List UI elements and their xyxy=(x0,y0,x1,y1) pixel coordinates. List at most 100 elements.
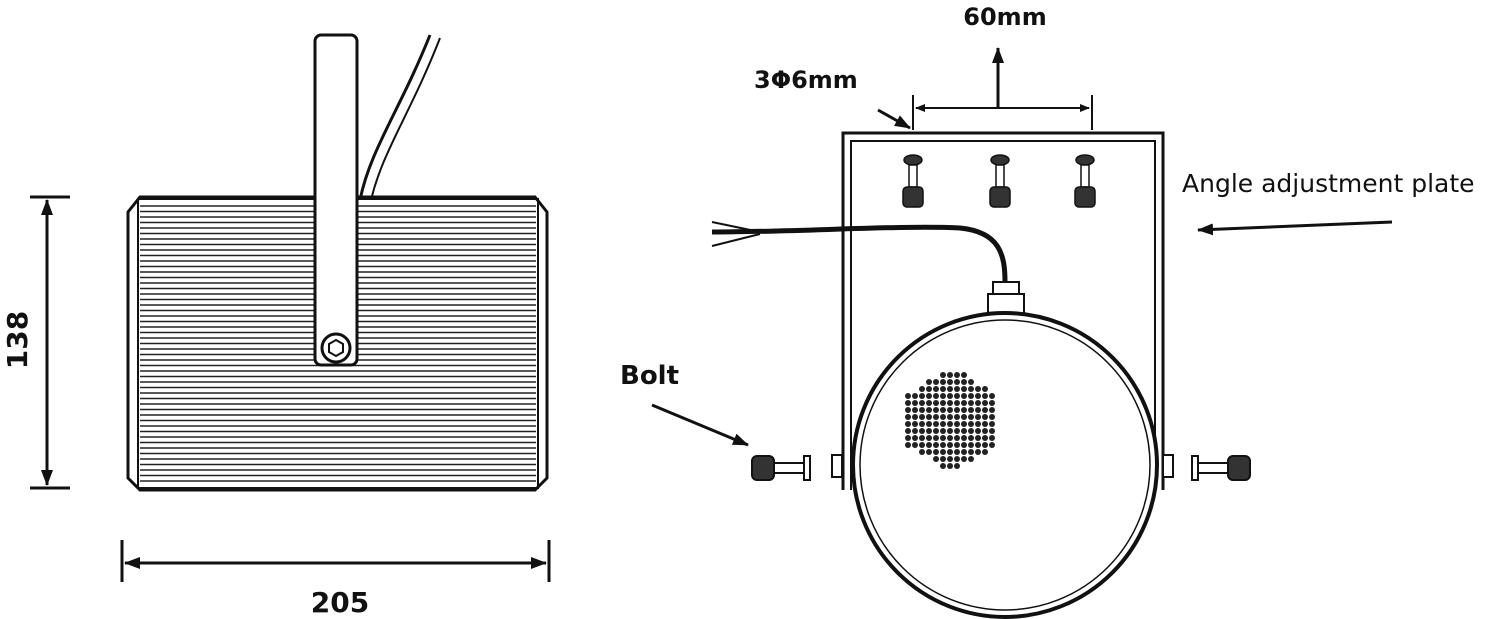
grille-hole xyxy=(989,435,995,441)
grille-hole xyxy=(947,407,953,413)
grille-hole xyxy=(975,449,981,455)
grille-hole xyxy=(926,449,932,455)
grille-hole xyxy=(954,449,960,455)
width-dimension: 205 xyxy=(120,540,551,619)
side-view: 138 205 xyxy=(1,33,551,619)
grille-hole xyxy=(968,414,974,420)
grille-hole xyxy=(933,414,939,420)
grille-hole xyxy=(905,435,911,441)
grille-hole xyxy=(947,456,953,462)
grille-hole xyxy=(989,400,995,406)
grille-hole xyxy=(968,386,974,392)
grille-hole xyxy=(982,449,988,455)
grille-hole xyxy=(982,400,988,406)
grille-hole xyxy=(968,400,974,406)
grille-hole xyxy=(961,393,967,399)
grille-hole xyxy=(947,449,953,455)
grille-hole xyxy=(905,407,911,413)
grille-hole xyxy=(933,421,939,427)
grille-hole xyxy=(968,407,974,413)
grille-hole xyxy=(912,421,918,427)
grille-hole xyxy=(947,428,953,434)
plate-label: Angle adjustment plate xyxy=(1182,169,1475,198)
cable xyxy=(358,34,432,201)
grille-hole xyxy=(989,442,995,448)
grille-hole xyxy=(982,442,988,448)
grille-hole xyxy=(912,393,918,399)
angle-adjustment-plate xyxy=(841,131,1165,490)
grille-hole xyxy=(954,463,960,469)
grille-hole xyxy=(947,379,953,385)
grille-hole xyxy=(961,400,967,406)
grille-hole xyxy=(919,414,925,420)
grille-hole xyxy=(975,435,981,441)
grille-hole xyxy=(954,393,960,399)
grille-hole xyxy=(982,428,988,434)
grille-hole xyxy=(968,449,974,455)
grille-hole xyxy=(975,386,981,392)
grille-hole xyxy=(926,428,932,434)
grille-hole xyxy=(982,386,988,392)
height-dimension: 138 xyxy=(1,195,70,490)
grille-hole xyxy=(975,414,981,420)
screw-icon xyxy=(989,154,1011,208)
grille-hole xyxy=(975,400,981,406)
grille-hole xyxy=(919,400,925,406)
grille-hole xyxy=(968,442,974,448)
grille-hole xyxy=(926,379,932,385)
grille-hole xyxy=(961,449,967,455)
grille-hole xyxy=(989,393,995,399)
grille-hole xyxy=(933,442,939,448)
grille-hole xyxy=(961,435,967,441)
grille-hole xyxy=(905,428,911,434)
front-view: 60mm 3Φ6mm Angle adjustment plate Bolt xyxy=(620,3,1475,619)
grille-hole xyxy=(989,414,995,420)
grille-hole xyxy=(954,442,960,448)
grille-hole xyxy=(989,421,995,427)
grille-hole xyxy=(940,449,946,455)
grille-hole xyxy=(961,386,967,392)
hole-spec-annotation: 3Φ6mm xyxy=(754,66,911,130)
grille-hole xyxy=(933,428,939,434)
grille-hole xyxy=(947,400,953,406)
grille-hole xyxy=(933,407,939,413)
grille-hole xyxy=(961,421,967,427)
pivot-bolt-icon xyxy=(320,332,352,364)
grille-hole xyxy=(905,414,911,420)
grille-hole xyxy=(954,372,960,378)
grille-hole xyxy=(940,414,946,420)
grille-hole xyxy=(940,393,946,399)
grille-hole xyxy=(926,414,932,420)
grille-hole xyxy=(968,428,974,434)
grille-hole xyxy=(926,400,932,406)
cable-gland xyxy=(987,281,1025,315)
grille-hole xyxy=(919,449,925,455)
grille-hole xyxy=(919,407,925,413)
grille-hole xyxy=(933,379,939,385)
grille-hole xyxy=(989,428,995,434)
grille-hole xyxy=(905,393,911,399)
grille-hole xyxy=(905,442,911,448)
grille-hole xyxy=(961,379,967,385)
grille-hole xyxy=(919,421,925,427)
grille-hole xyxy=(954,407,960,413)
grille-hole xyxy=(975,421,981,427)
bolt-label: Bolt xyxy=(620,361,679,391)
grille-hole xyxy=(919,435,925,441)
grille-hole xyxy=(982,393,988,399)
grille-hole xyxy=(968,379,974,385)
grille-hole xyxy=(947,463,953,469)
grille-hole xyxy=(940,442,946,448)
grille-hole xyxy=(940,421,946,427)
grille-hole xyxy=(954,435,960,441)
grille-hole xyxy=(926,442,932,448)
grille-hole xyxy=(933,456,939,462)
grille-hole xyxy=(975,393,981,399)
grille-hole xyxy=(954,456,960,462)
grille-hole xyxy=(954,379,960,385)
height-label: 138 xyxy=(1,311,34,369)
side-bolts xyxy=(751,454,1251,481)
plate-annotation: Angle adjustment plate xyxy=(1182,169,1475,236)
grille-hole xyxy=(912,442,918,448)
